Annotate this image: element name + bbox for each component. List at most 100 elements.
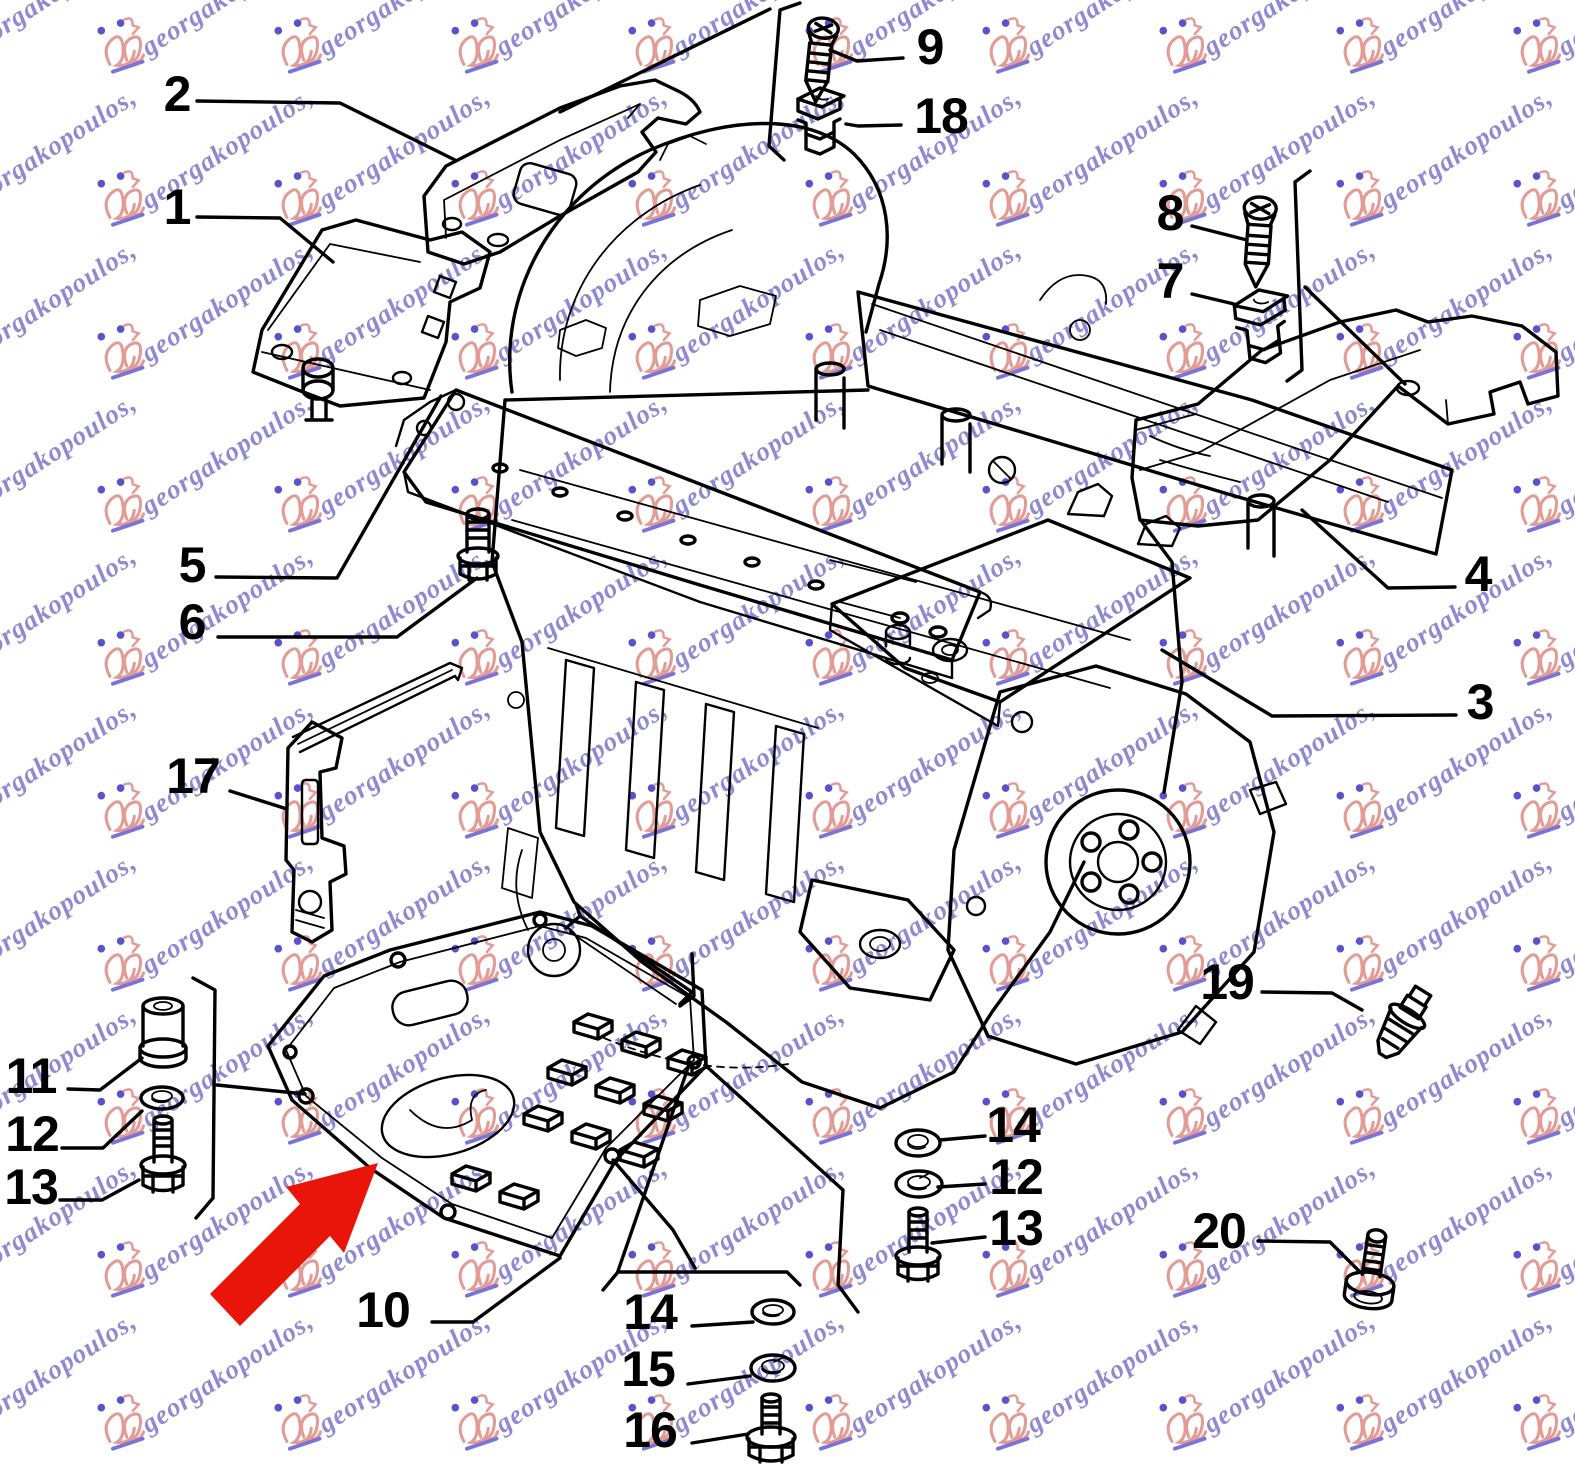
watermark-logo-icon [1513, 1241, 1562, 1298]
link-plate-hole [611, 1158, 697, 1270]
link-plate-to-right-stack [703, 1063, 860, 1314]
engine-assembly [490, 121, 1454, 1110]
callout-label-11: 11 [5, 1048, 58, 1104]
part-14-washer-right [894, 1128, 942, 1158]
leader-line-19 [1260, 990, 1364, 1012]
watermark-logo-icon [628, 476, 677, 533]
part-4-right-cover [1130, 308, 1560, 528]
watermark-logo-icon [1513, 323, 1562, 380]
watermark-logo-icon [97, 1088, 146, 1145]
callout-label-14: 14 [986, 1097, 1041, 1153]
part-1-upper-cover [251, 218, 492, 422]
leader-line-15 [686, 1374, 752, 1386]
watermark-logo-icon [1336, 629, 1385, 686]
watermark-logo-icon [274, 935, 323, 992]
callout-label-16: 16 [623, 1402, 678, 1458]
watermark-logo-icon [1159, 1088, 1208, 1145]
leader-line-10 [430, 1256, 562, 1324]
watermark-logo-icon [1336, 1088, 1385, 1145]
watermark-logo-icon [97, 323, 146, 380]
part-7-clip [1232, 288, 1290, 365]
leader-line-18 [844, 122, 903, 128]
leader-line-11 [66, 1056, 144, 1092]
leader-line-16 [690, 1432, 750, 1445]
leader-lines [58, 48, 1458, 1445]
part-9-screw [804, 16, 840, 104]
watermark-logo-icon [274, 17, 323, 74]
leader-line-4 [1300, 508, 1457, 590]
watermark-logo-icon [805, 629, 854, 686]
watermark-logo-icon [805, 1088, 854, 1145]
watermark-logo-icon [1159, 170, 1208, 227]
leader-line-12 [936, 1182, 987, 1189]
callout-label-4: 4 [1464, 546, 1493, 602]
leader-line-1 [195, 215, 335, 264]
watermark-logo-icon [451, 17, 500, 74]
watermark-logo-icon [1513, 935, 1562, 992]
watermark-logo-icon [451, 1241, 500, 1298]
watermark-logo-icon [805, 170, 854, 227]
watermark-logo-icon [97, 17, 146, 74]
leader-line-2 [195, 99, 457, 162]
leader-line-7 [1190, 292, 1236, 306]
part-16-bolt [745, 1392, 797, 1464]
part-5-mid-cover [394, 388, 993, 680]
watermark-logo-icon [1513, 476, 1562, 533]
watermark-logo-icon [982, 1088, 1031, 1145]
link-11-13-to-plate [215, 1083, 307, 1096]
watermark-logo-icon [1336, 323, 1385, 380]
link-part2-to-9-18 [558, 7, 772, 114]
callout-label-18: 18 [914, 88, 969, 144]
watermark-logo-icon [97, 1241, 146, 1298]
leader-line-17 [228, 789, 289, 811]
part-10-ribs [450, 1012, 708, 1211]
watermark-logo-icon [982, 476, 1031, 533]
callout-label-7: 7 [1156, 253, 1185, 309]
part-12-lock-washer-right [894, 1169, 944, 1199]
bracket-14-16 [601, 1270, 802, 1292]
callout-label-10: 10 [356, 1282, 411, 1338]
watermark-logo-icon [451, 782, 500, 839]
callout-label-3: 3 [1466, 674, 1495, 730]
watermark-logo-icon [451, 629, 500, 686]
bracket-11-13 [191, 976, 217, 1220]
part-17-bracket [284, 661, 464, 944]
leader-line-5 [214, 394, 443, 580]
bracket-lines [191, 1, 1407, 1314]
callout-label-6: 6 [178, 594, 207, 650]
part-12-washer [139, 1085, 185, 1111]
watermark-logo-icon [451, 323, 500, 380]
watermark-logo-icon [982, 17, 1031, 74]
callout-label-15: 15 [621, 1341, 676, 1397]
bracket-9-18 [767, 1, 802, 162]
watermark-logo-icon [1159, 17, 1208, 74]
watermark-logo-icon [1336, 170, 1385, 227]
leader-line-8 [1190, 224, 1249, 242]
part-20-screw [1342, 1228, 1396, 1311]
watermark-logo-icon [451, 1088, 500, 1145]
watermark-logo-icon [982, 782, 1031, 839]
watermark-logo-icon [1513, 17, 1562, 74]
part-11-spacer [138, 996, 188, 1069]
callout-label-19: 19 [1200, 954, 1255, 1010]
watermark-logo-icon [1336, 17, 1385, 74]
watermark-logo-icon [1513, 1088, 1562, 1145]
pointer-arrow [210, 1163, 378, 1326]
leader-line-12 [60, 1109, 144, 1150]
watermark-logo-icon [97, 170, 146, 227]
watermark-logo-icon [1513, 170, 1562, 227]
part-10-handle [564, 902, 696, 1008]
link-plate-to-14-16 [616, 1060, 692, 1273]
callout-label-1: 1 [163, 179, 192, 235]
watermark-logo-icon [628, 1394, 677, 1451]
part-14-washer-bottom [750, 1298, 796, 1326]
watermark-logo-icon [1159, 629, 1208, 686]
watermark-logo-icon [1336, 1394, 1385, 1451]
watermark-logo-icon [97, 1394, 146, 1451]
watermark-logo-icon [274, 476, 323, 533]
watermark-logo-icon [1159, 1394, 1208, 1451]
part-8-screw [1242, 195, 1278, 289]
part-2-upper-cover [422, 78, 702, 266]
